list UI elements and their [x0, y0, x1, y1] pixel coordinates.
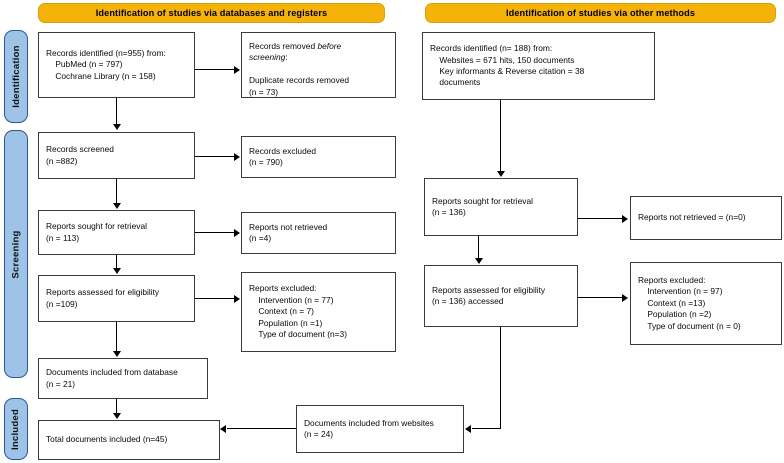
stage-label-identification-text: Identification: [10, 45, 22, 108]
connector-screened-to-sought: [116, 179, 118, 203]
connector-assessed-other-down: [500, 327, 502, 429]
box-reports-excluded-other: Reports excluded: Intervention (n = 97) …: [630, 262, 782, 345]
connector-assessed-to-documents-db: [116, 322, 118, 351]
reports-excluded-databases-text: Reports excluded: Intervention (n = 77) …: [249, 283, 347, 340]
reports-assessed-databases-text: Reports assessed for eligibility (n =109…: [46, 287, 160, 309]
connector-assessed-other-to-websites: [472, 428, 501, 430]
connector-websites-to-total: [227, 428, 296, 430]
records-identified-databases-text: Records identified (n=955) from: PubMed …: [46, 47, 166, 81]
connector-sought-to-not-retrieved: [195, 232, 234, 234]
records-removed-text: Records removed before screening: Duplicat…: [249, 41, 349, 98]
box-documents-included-websites: Documents included from websites (n = 24…: [296, 405, 464, 453]
connector-sought-to-assessed: [116, 255, 118, 268]
arrowhead-identified-other-to-sought: [496, 171, 505, 177]
box-total-documents-included: Total documents included (n=45): [38, 420, 220, 460]
banner-databases-registers: Identification of studies via databases …: [38, 3, 385, 23]
records-excluded-text: Records excluded (n = 790): [249, 145, 317, 167]
documents-included-websites-text: Documents included from websites (n = 24…: [304, 417, 434, 439]
reports-sought-databases-text: Reports sought for retrieval (n = 113): [46, 221, 148, 243]
box-reports-sought-other: Reports sought for retrieval (n = 136): [424, 178, 578, 236]
arrowhead-assessed-other-to-websites: [465, 424, 471, 433]
records-removed-screening-em: screening: [249, 52, 286, 63]
records-identified-other-text: Records identified (n= 188) from: Websit…: [430, 43, 585, 88]
reports-sought-other-text: Reports sought for retrieval (n = 136): [432, 195, 534, 217]
stage-label-included: Included: [4, 398, 28, 460]
arrowhead-identified-to-screened: [112, 124, 121, 130]
arrowhead-sought-other-to-not-retrieved: [622, 214, 628, 223]
connector-assessed-other-to-excluded: [578, 297, 622, 299]
arrowhead-sought-to-assessed: [112, 268, 121, 274]
arrowhead-sought-other-to-assessed: [474, 258, 483, 264]
records-removed-before-em: before: [317, 41, 342, 51]
arrowhead-websites-to-total: [220, 424, 226, 433]
connector-identified-other-to-sought: [500, 100, 502, 171]
box-records-excluded: Records excluded (n = 790): [241, 136, 396, 178]
connector-sought-other-to-assessed: [478, 236, 480, 258]
reports-not-retrieved-other-text: Reports not retrieved = (n=0): [638, 212, 746, 223]
connector-documents-db-to-total: [116, 399, 118, 413]
box-reports-sought-databases: Reports sought for retrieval (n = 113): [38, 210, 195, 255]
connector-identified-to-removed: [195, 69, 234, 71]
arrowhead-assessed-to-documents-db: [112, 351, 121, 357]
stage-label-included-text: Included: [10, 408, 22, 450]
reports-not-retrieved-databases-text: Reports not retrieved (n =4): [249, 221, 328, 243]
arrowhead-sought-to-not-retrieved: [234, 228, 240, 237]
box-reports-assessed-databases: Reports assessed for eligibility (n =109…: [38, 275, 195, 322]
records-removed-colon: :: [285, 52, 288, 63]
records-screened-text: Records screened (n =882): [46, 144, 114, 166]
box-records-screened: Records screened (n =882): [38, 132, 195, 179]
connector-sought-other-to-not-retrieved: [578, 218, 622, 220]
banner-other-methods: Identification of studies via other meth…: [425, 3, 776, 23]
arrowhead-screened-to-excluded: [234, 152, 240, 161]
arrowhead-identified-to-removed: [234, 65, 240, 74]
connector-screened-to-excluded: [195, 156, 234, 158]
arrowhead-assessed-other-to-excluded: [622, 293, 628, 302]
reports-excluded-other-text: Reports excluded: Intervention (n = 97) …: [638, 274, 741, 331]
box-records-identified-other: Records identified (n= 188) from: Websit…: [422, 32, 655, 100]
box-records-removed-before-screening: Records removed before screening: Duplicat…: [241, 32, 396, 98]
records-removed-line1: Records removed: [249, 41, 318, 51]
arrowhead-assessed-to-excluded: [234, 294, 240, 303]
box-documents-included-database: Documents included from database (n = 21…: [38, 358, 208, 399]
stage-label-screening-text: Screening: [10, 229, 22, 279]
arrowhead-documents-db-to-total: [112, 413, 121, 419]
total-documents-included-text: Total documents included (n=45): [46, 434, 168, 445]
records-removed-detail: Duplicate records removed (n = 73): [249, 75, 350, 97]
reports-assessed-other-text: Reports assessed for eligibility (n = 13…: [432, 284, 546, 306]
arrowhead-screened-to-sought: [112, 203, 121, 209]
stage-label-identification: Identification: [4, 30, 28, 123]
connector-assessed-to-excluded: [195, 298, 234, 300]
documents-included-database-text: Documents included from database (n = 21…: [46, 367, 178, 389]
connector-identified-to-screened: [116, 98, 118, 124]
box-reports-assessed-other: Reports assessed for eligibility (n = 13…: [424, 265, 578, 327]
box-reports-not-retrieved-other: Reports not retrieved = (n=0): [630, 196, 782, 240]
stage-label-screening: Screening: [4, 130, 28, 378]
box-reports-not-retrieved-databases: Reports not retrieved (n =4): [241, 212, 396, 254]
box-records-identified-databases: Records identified (n=955) from: PubMed …: [38, 32, 195, 98]
box-reports-excluded-databases: Reports excluded: Intervention (n = 77) …: [241, 272, 396, 352]
